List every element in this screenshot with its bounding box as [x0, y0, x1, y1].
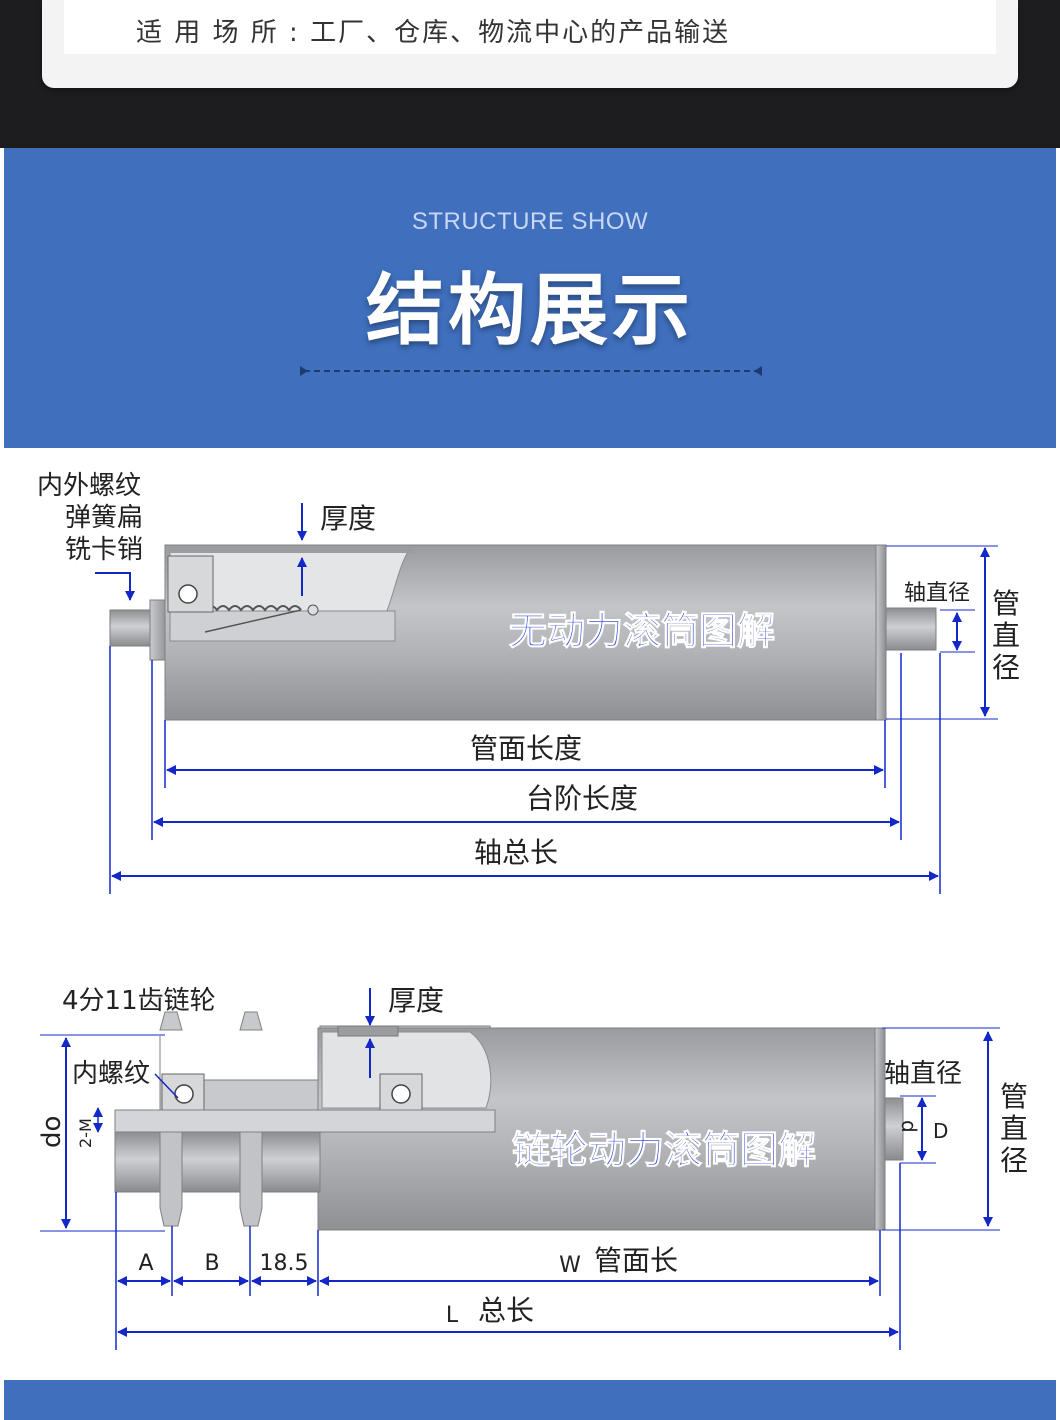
- sprocket1-tooth-top: [159, 1011, 183, 1031]
- label-tube-length-2: 管面长: [594, 1244, 678, 1277]
- title-divider: [304, 370, 760, 372]
- section-title: 结构展示: [365, 266, 694, 356]
- top-banner: 适 用 场 所 : 工厂、仓库、物流中心的产品输送: [0, 0, 1060, 148]
- label-pin-line2: 弹簧扁: [65, 503, 143, 533]
- label-tube-length: 管面长度: [470, 732, 582, 765]
- usage-card: 适 用 场 所 : 工厂、仓库、物流中心的产品输送: [42, 0, 1018, 88]
- right-end-cap: [875, 544, 887, 721]
- divider-arrow-right: [754, 366, 762, 376]
- label-18-5: 18.5: [260, 1251, 309, 1276]
- bearing-housing: [167, 555, 214, 613]
- inner-thread-leader: [154, 1073, 179, 1099]
- usage-card-inner: 适 用 场 所 : 工厂、仓库、物流中心的产品输送: [64, 0, 996, 54]
- label-tube-diameter2-2: 直: [1000, 1112, 1028, 1145]
- label-shaft-total: 轴总长: [474, 836, 558, 869]
- right-shaft: [885, 607, 937, 651]
- sprocket1-plate: [159, 1131, 183, 1227]
- label-pin-line1: 内外螺纹: [37, 471, 141, 501]
- section-subtitle: STRUCTURE SHOW: [411, 208, 649, 235]
- label-d: d: [897, 1120, 921, 1133]
- label-shaft-diameter-2: 轴直径: [884, 1059, 962, 1089]
- diagram-nonpowered-roller: 无动力滚筒图解 内外螺纹 弹簧扁 铣卡销 厚度 轴直径 管 直 径 管面长度 台…: [37, 471, 1020, 894]
- structure-diagrams: 无动力滚筒图解 内外螺纹 弹簧扁 铣卡销 厚度 轴直径 管 直 径 管面长度 台…: [37, 471, 1028, 1350]
- label-D: D: [933, 1119, 948, 1143]
- label-do: do: [37, 1116, 67, 1148]
- section-header: STRUCTURE SHOW 结构展示: [4, 148, 1056, 448]
- label-sprocket: 4分11齿链轮: [62, 986, 216, 1016]
- label-tube-diameter-3: 径: [992, 651, 1020, 684]
- diagram2-title: 链轮动力滚筒图解: [512, 1128, 816, 1172]
- sprocket2-plate: [239, 1131, 263, 1227]
- label-tube-diameter2-3: 径: [1000, 1144, 1028, 1177]
- bearing-right-ball: [391, 1084, 411, 1104]
- inner-shaft: [169, 610, 396, 642]
- spring-ball: [307, 604, 319, 616]
- label-2m: 2-M: [76, 1118, 95, 1148]
- diagram-sprocket-roller: 链轮动力滚筒图解 4分11齿链轮 厚度 内螺纹 do 2-M 轴直径 d D 管…: [37, 984, 1028, 1350]
- label-pin-line3: 铣卡销: [65, 535, 143, 565]
- sprocket2-tooth-top: [239, 1011, 263, 1031]
- label-tube-diameter2-1: 管: [1000, 1080, 1028, 1113]
- spring-line: [204, 609, 302, 633]
- label-tube-diameter-2: 直: [992, 619, 1020, 652]
- divider-arrow-left: [300, 366, 308, 376]
- label-thickness-2: 厚度: [388, 984, 444, 1017]
- label-B: B: [204, 1251, 219, 1276]
- spring-coil: [204, 605, 302, 612]
- label-inner-thread: 内螺纹: [72, 1059, 150, 1089]
- tube-wall-strip: [337, 1025, 399, 1037]
- sprocket-cutaway: [321, 1031, 492, 1109]
- label-thickness: 厚度: [320, 502, 376, 535]
- bottom-banner: [4, 1380, 1056, 1420]
- label-shaft-diameter: 轴直径: [904, 581, 970, 606]
- bearing-left-ball: [174, 1084, 194, 1104]
- label-step-length: 台阶长度: [526, 782, 638, 815]
- usage-text: 适 用 场 所 : 工厂、仓库、物流中心的产品输送: [136, 18, 731, 48]
- diagram1-title: 无动力滚筒图解: [509, 609, 775, 653]
- pin-leader-arrow: [95, 572, 135, 601]
- label-tube-diameter-1: 管: [992, 587, 1020, 620]
- sprocket-right-shaft: [884, 1097, 904, 1161]
- tube-wall-top: [168, 547, 413, 553]
- label-total: 总长: [478, 1294, 534, 1327]
- label-L: L: [446, 1303, 459, 1328]
- label-A: A: [138, 1251, 153, 1276]
- sprocket-shaft: [114, 1109, 496, 1133]
- sprocket-hub: [114, 1131, 321, 1193]
- label-W: W: [559, 1253, 581, 1278]
- bearing-ball: [178, 584, 198, 604]
